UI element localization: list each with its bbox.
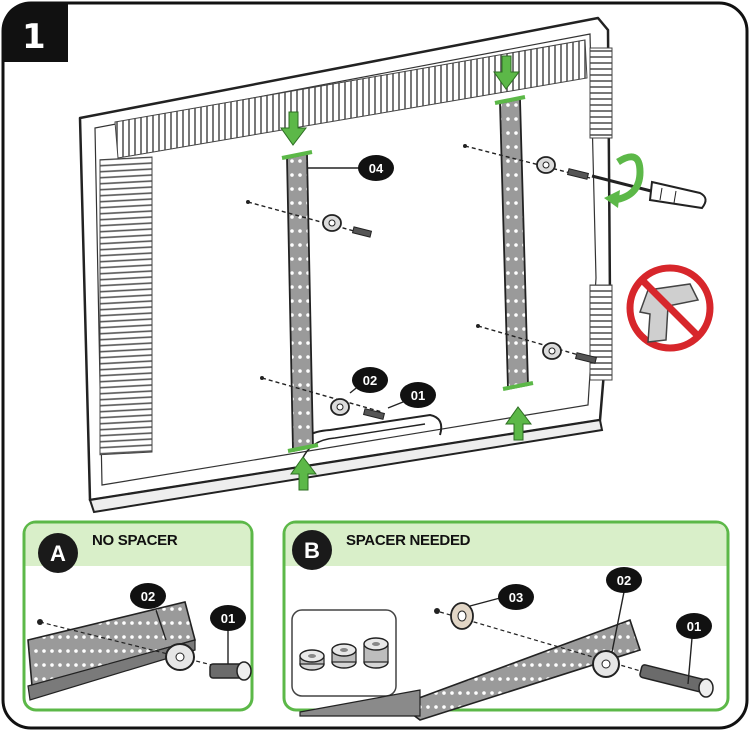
down-arrow-icon xyxy=(493,55,521,90)
callout-02: 02 xyxy=(349,367,388,394)
spacer-set xyxy=(299,637,389,671)
panel-a-callout-01-label: 01 xyxy=(221,611,235,626)
right-vents-bottom xyxy=(589,284,613,381)
up-arrow-icon xyxy=(290,456,318,491)
callout-01-label: 01 xyxy=(411,388,425,403)
callout-04-label: 04 xyxy=(369,161,384,176)
callout-01: 01 xyxy=(387,382,436,409)
down-arrow-icon xyxy=(280,111,308,146)
panel-b-letter: B xyxy=(304,538,320,563)
panel-b-title: SPACER NEEDED xyxy=(346,532,471,549)
right-mounting-bracket xyxy=(494,95,534,391)
step-number: 1 xyxy=(22,17,46,57)
panel-a-letter: A xyxy=(50,541,66,566)
top-vents xyxy=(114,39,588,159)
left-vents xyxy=(99,156,153,456)
panel-b-callout-03-label: 03 xyxy=(509,590,523,605)
step-badge-icon: 1 xyxy=(3,3,68,62)
left-mounting-bracket xyxy=(281,150,319,453)
tv-back-panel xyxy=(78,16,613,514)
up-arrow-icon xyxy=(505,406,533,441)
screwdriver-icon xyxy=(591,174,707,210)
panel-b-callout-01-label: 01 xyxy=(687,619,701,634)
screw-assemblies xyxy=(246,144,598,420)
panel-a: A NO SPACER 02 01 xyxy=(22,520,254,712)
no-power-drill-icon xyxy=(626,264,714,352)
callout-04: 04 xyxy=(308,155,394,181)
panel-a-title: NO SPACER xyxy=(92,532,178,549)
panel-b-callout-02-label: 02 xyxy=(617,573,631,588)
callout-02-label: 02 xyxy=(363,373,377,388)
panel-b: B SPACER NEEDED 03 xyxy=(282,520,730,721)
right-vents-top xyxy=(589,47,613,139)
panel-a-callout-02-label: 02 xyxy=(141,589,155,604)
rotate-arrow-icon xyxy=(604,153,644,208)
